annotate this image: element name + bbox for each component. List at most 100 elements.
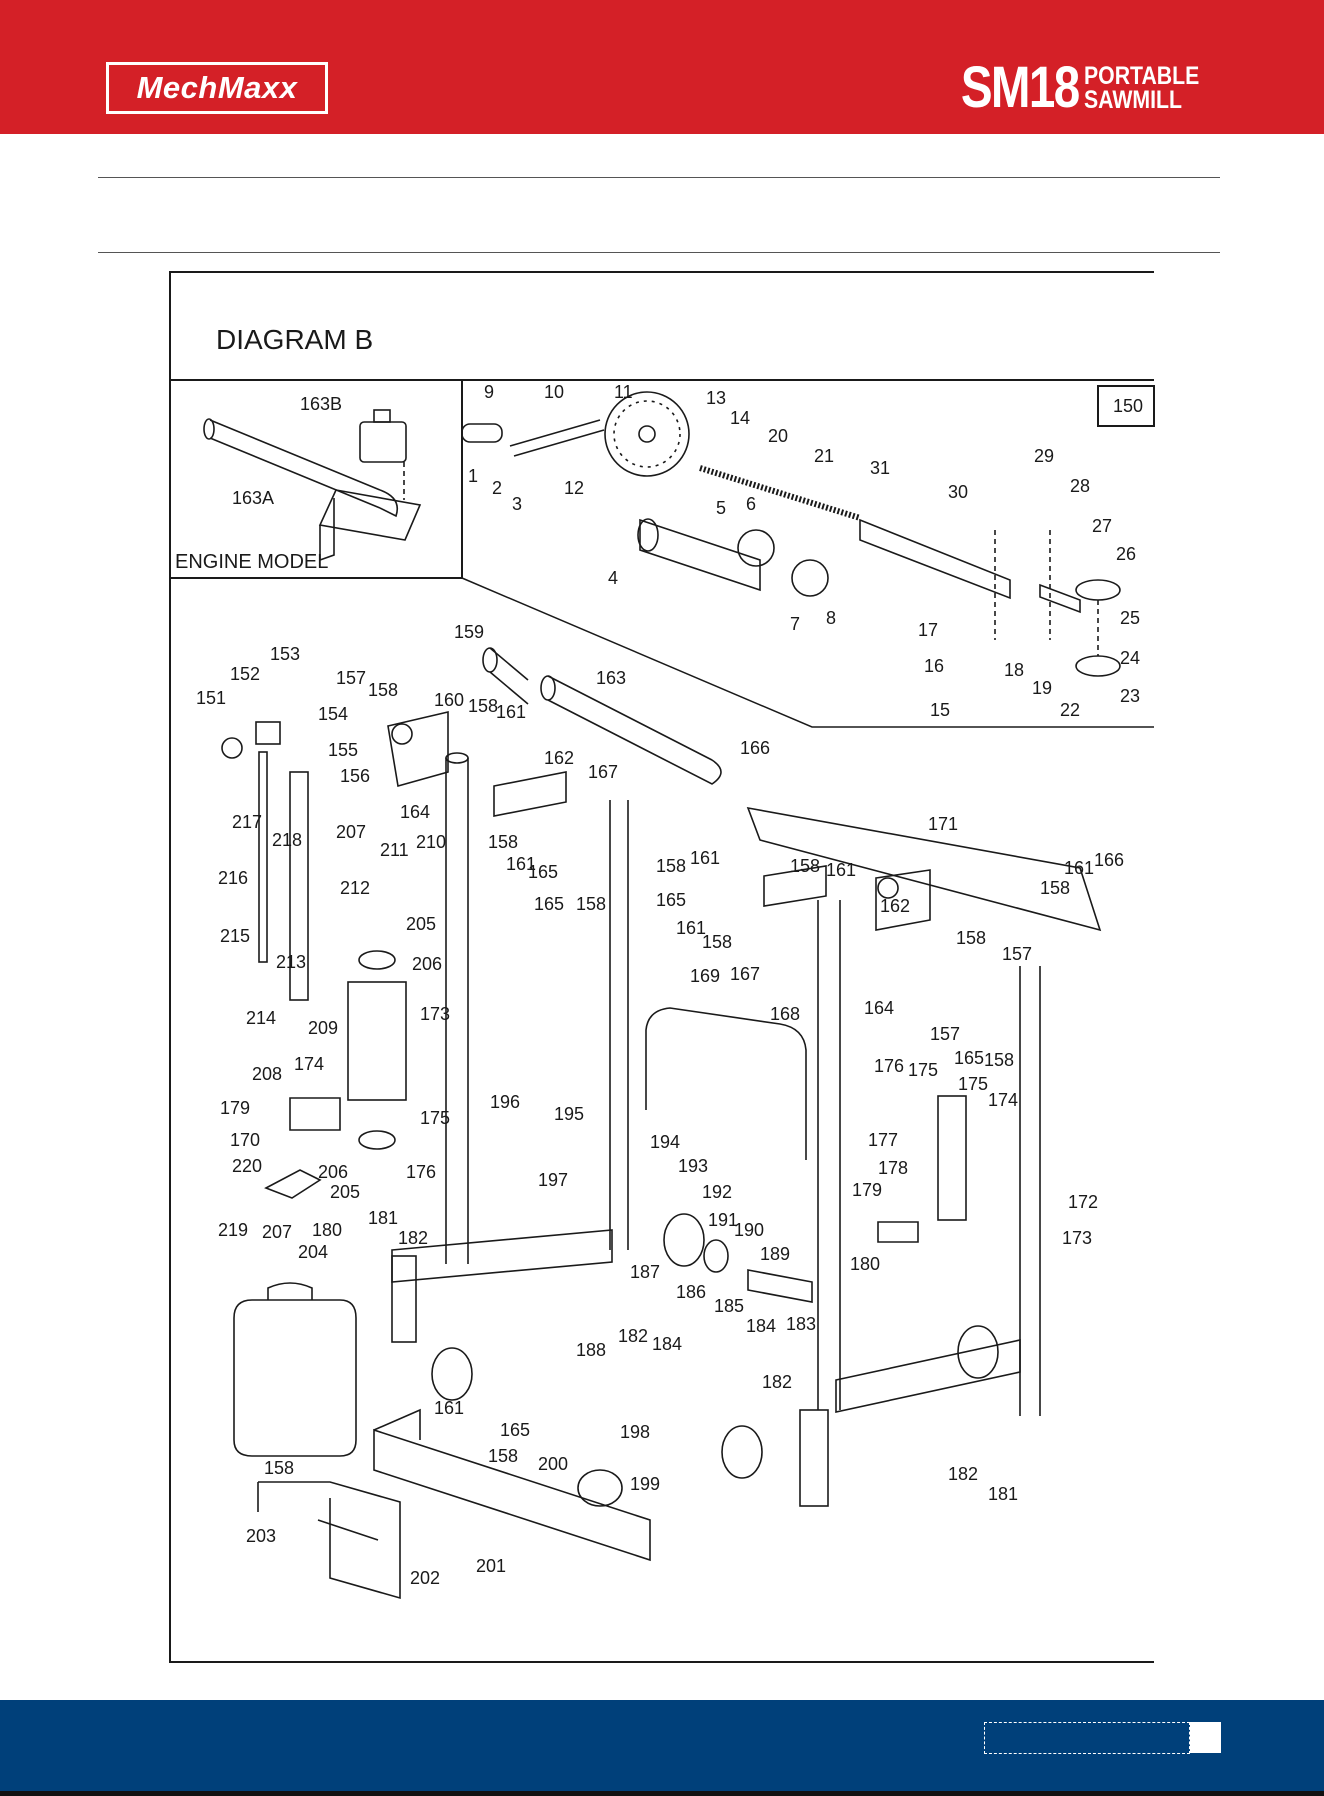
part-number-166a: 166 — [740, 738, 770, 758]
part-number-1: 1 — [468, 466, 478, 486]
part-number-157b: 157 — [1002, 944, 1032, 964]
part-number-158c: 158 — [488, 832, 518, 852]
part-number-172: 172 — [1068, 1192, 1098, 1212]
part-number-10: 10 — [544, 382, 564, 402]
part-number-184b: 184 — [746, 1316, 776, 1336]
part-number-176b: 176 — [874, 1056, 904, 1076]
part-number-161f: 161 — [1064, 858, 1094, 878]
bracket-167b — [763, 865, 827, 907]
product-mark: SM18 PORTABLE SAWMILL — [935, 56, 1220, 120]
wheel-lower-left — [431, 1347, 473, 1401]
part-number-198: 198 — [620, 1422, 650, 1442]
bracket-164a-ring — [391, 723, 413, 745]
arm-31 — [859, 518, 1011, 600]
part-number-171: 171 — [928, 814, 958, 834]
top-rail-171 — [746, 806, 1102, 932]
part-number-182c: 182 — [762, 1372, 792, 1392]
roller-26 — [1075, 579, 1121, 601]
part-number-6: 6 — [746, 494, 756, 514]
part-number-163B: 163B — [300, 394, 342, 414]
diagram-frame — [169, 271, 1154, 1663]
column-168 — [817, 900, 841, 1410]
part-number-165e: 165 — [500, 1420, 530, 1440]
foot-right — [799, 1409, 829, 1507]
part-number-158b: 158 — [468, 696, 498, 716]
bearing-190 — [703, 1239, 729, 1273]
part-number-187: 187 — [630, 1262, 660, 1282]
header-banner: MechMaxx SM18 PORTABLE SAWMILL — [0, 0, 1324, 134]
wheel-right — [957, 1325, 999, 1379]
part-number-182b: 182 — [618, 1326, 648, 1346]
part-number-19: 19 — [1032, 678, 1052, 698]
cable-169 — [645, 1007, 807, 1160]
part-number-207b: 207 — [262, 1222, 292, 1242]
knob-151 — [221, 737, 243, 759]
main-frame-parts — [221, 647, 1102, 1600]
clamp-180 — [264, 1169, 322, 1199]
housing-end — [637, 518, 659, 552]
part-number-158h: 158 — [1040, 878, 1070, 898]
part-number-155: 155 — [328, 740, 358, 760]
bracket-178 — [877, 1221, 919, 1243]
part-number-164a: 164 — [400, 802, 430, 822]
footer-banner — [0, 1700, 1324, 1796]
part-number-16: 16 — [924, 656, 944, 676]
fuel-tank-204 — [233, 1299, 357, 1457]
rod-216 — [258, 751, 268, 963]
part-number-170: 170 — [230, 1130, 260, 1150]
bearing-206b — [358, 1130, 396, 1150]
part-number-179b: 179 — [852, 1180, 882, 1200]
part-number-202: 202 — [410, 1568, 440, 1588]
part-number-197: 197 — [538, 1170, 568, 1190]
part-number-7: 7 — [790, 614, 800, 634]
bracket-plate — [319, 498, 335, 562]
part-number-161b: 161 — [506, 854, 536, 874]
bracket-208 — [289, 1097, 341, 1131]
block-152 — [255, 721, 281, 745]
plate-27 — [1039, 583, 1081, 614]
part-number-205b: 205 — [330, 1182, 360, 1202]
part-number-214: 214 — [246, 1008, 276, 1028]
tank-holder-202 — [258, 1481, 401, 1600]
part-number-3: 3 — [512, 494, 522, 514]
part-number-210: 210 — [416, 832, 446, 852]
part-number-165c: 165 — [656, 890, 686, 910]
section-divider — [98, 252, 1220, 253]
part-number-13: 13 — [706, 388, 726, 408]
part-number-162a: 162 — [544, 748, 574, 768]
part-number-215: 215 — [220, 926, 250, 946]
part-number-4: 4 — [608, 568, 618, 588]
part-number-25: 25 — [1120, 608, 1140, 628]
product-name-line1: PORTABLE — [1084, 62, 1200, 90]
part-number-175b: 175 — [908, 1060, 938, 1080]
column-196 — [445, 758, 469, 1264]
part-number-21: 21 — [814, 446, 834, 466]
part-number-161g: 161 — [434, 1398, 464, 1418]
part-number-157a: 157 — [336, 668, 366, 688]
part-number-165b: 165 — [534, 894, 564, 914]
part-number-194: 194 — [650, 1132, 680, 1152]
part-number-174b: 174 — [988, 1090, 1018, 1110]
part-number-209: 209 — [308, 1018, 338, 1038]
gear-12-hub — [638, 425, 656, 443]
wheel-191 — [663, 1213, 705, 1267]
part-number-203: 203 — [246, 1526, 276, 1546]
part-number-175c: 175 — [958, 1074, 988, 1094]
part-number-159: 159 — [454, 622, 484, 642]
part-number-184a: 184 — [652, 1334, 682, 1354]
part-number-163: 163 — [596, 668, 626, 688]
upright-195 — [609, 800, 629, 1250]
part-number-208: 208 — [252, 1064, 282, 1084]
part-number-31: 31 — [870, 458, 890, 478]
tube-159 — [489, 647, 529, 705]
part-number-152: 152 — [230, 664, 260, 684]
gear-12 — [604, 391, 690, 477]
product-name-line2: SAWMILL — [1084, 86, 1183, 114]
part-number-182d: 182 — [948, 1464, 978, 1484]
part-number-158j: 158 — [984, 1050, 1014, 1070]
wheel-5 — [737, 529, 775, 567]
part-number-173a: 173 — [420, 1004, 450, 1024]
throttle-cap — [373, 409, 391, 423]
part-number-153: 153 — [270, 644, 300, 664]
plate-212 — [289, 771, 309, 1001]
